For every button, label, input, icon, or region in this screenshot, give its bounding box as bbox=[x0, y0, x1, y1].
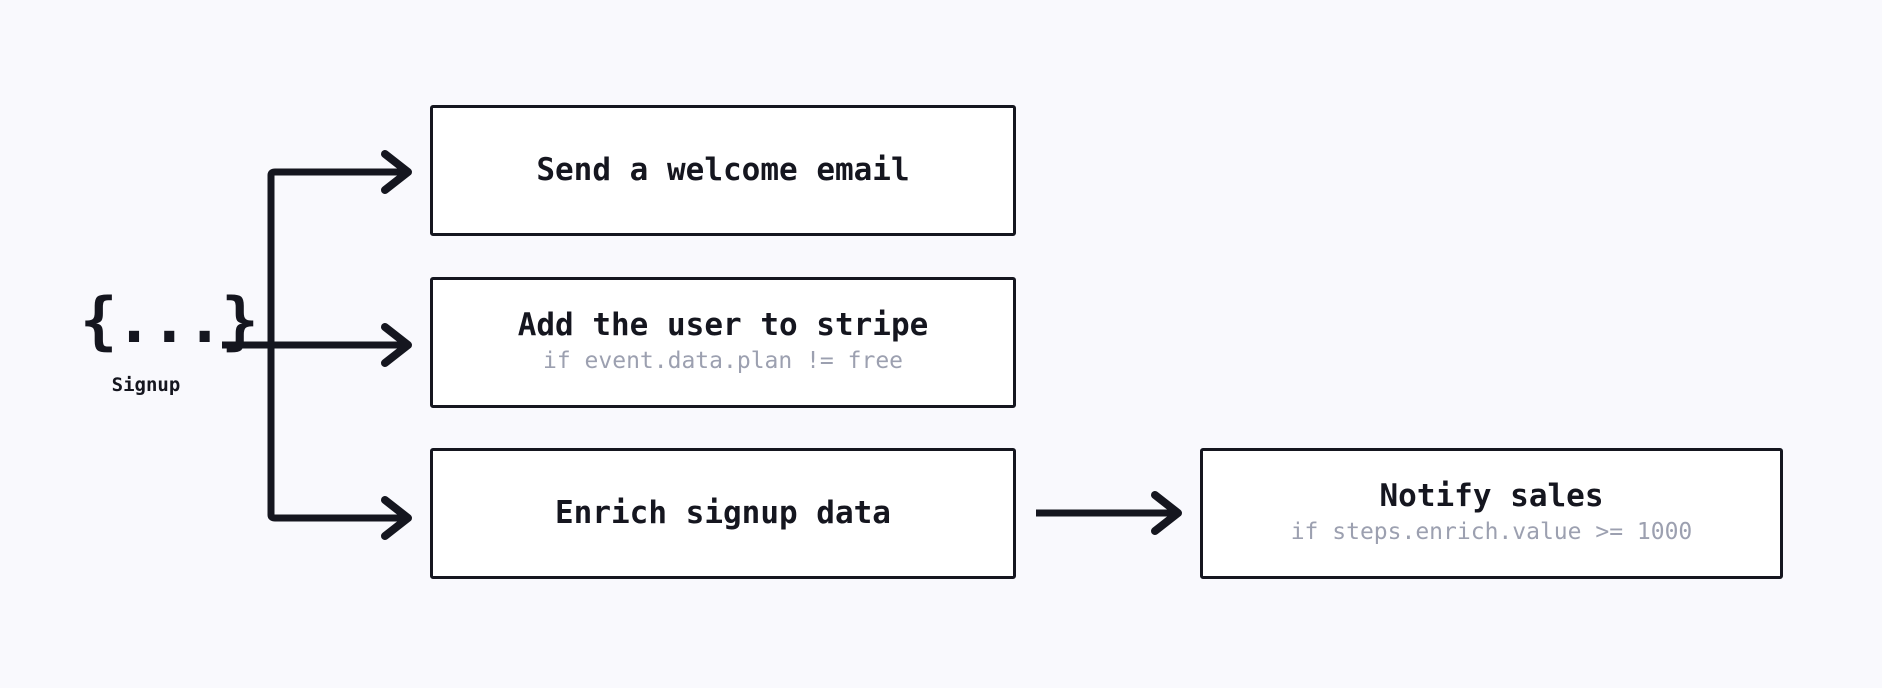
step-node-notify-sales[interactable]: Notify sales if steps.enrich.value >= 10… bbox=[1200, 448, 1783, 579]
edge-to-welcome bbox=[267, 168, 402, 186]
step-title: Add the user to stripe bbox=[517, 307, 929, 344]
step-condition: if steps.enrich.value >= 1000 bbox=[1290, 519, 1693, 546]
step-title: Send a welcome email bbox=[536, 151, 910, 188]
trigger-node[interactable]: {...} Signup bbox=[80, 284, 259, 397]
arrowhead-stripe bbox=[381, 323, 412, 367]
arrowhead-notify bbox=[1151, 491, 1182, 535]
edge-to-enrich bbox=[267, 504, 402, 522]
step-title: Enrich signup data bbox=[555, 494, 891, 531]
step-condition: if event.data.plan != free bbox=[542, 348, 904, 375]
step-node-enrich-signup-data[interactable]: Enrich signup data bbox=[430, 448, 1016, 579]
trigger-label: Signup bbox=[111, 374, 181, 396]
arrowhead-welcome bbox=[381, 150, 412, 194]
json-braces-icon: {...} bbox=[80, 284, 259, 357]
step-title: Notify sales bbox=[1379, 478, 1604, 515]
step-node-send-a-welcome-email[interactable]: Send a welcome email bbox=[430, 105, 1016, 236]
arrowhead-enrich bbox=[381, 496, 412, 540]
step-node-add-the-user-to-stripe[interactable]: Add the user to stripe if event.data.pla… bbox=[430, 277, 1016, 408]
